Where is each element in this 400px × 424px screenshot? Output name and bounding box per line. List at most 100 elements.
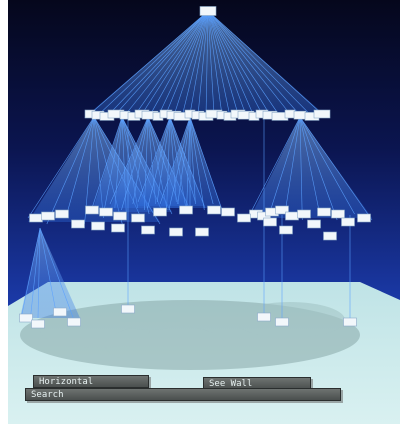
level2-node[interactable]	[179, 205, 193, 215]
subtree-link-1-2	[114, 116, 123, 209]
root-link-21	[207, 10, 263, 115]
level2-node[interactable]	[91, 221, 105, 231]
level3-node[interactable]	[343, 317, 357, 327]
root-link-20	[207, 10, 255, 117]
subtree-link-5-3	[299, 116, 303, 221]
subtree-link-0-0	[27, 116, 95, 219]
level2-node[interactable]	[237, 213, 251, 223]
root-link-23	[207, 10, 281, 117]
subtree-link-3-2	[156, 116, 171, 203]
level2-node[interactable]	[307, 219, 321, 229]
level3-node[interactable]	[31, 319, 45, 329]
subtree-link-0-2	[65, 116, 95, 219]
level3-node[interactable]	[53, 307, 67, 317]
subtree-link-5-1	[267, 116, 301, 221]
root-cone	[84, 11, 328, 118]
root-link-14	[205, 10, 209, 117]
level1-node[interactable]	[284, 109, 296, 119]
level2-node[interactable]	[297, 209, 311, 219]
level2-node[interactable]	[195, 227, 209, 237]
level2-node[interactable]	[85, 205, 99, 215]
level3-node[interactable]	[121, 304, 135, 314]
level2-node[interactable]	[41, 211, 55, 221]
level2-node[interactable]	[131, 213, 145, 223]
level2-node[interactable]	[29, 213, 43, 223]
subtree-link-5-4	[299, 116, 321, 215]
level2-node[interactable]	[341, 217, 355, 227]
node-layer	[19, 6, 371, 329]
left-margin	[0, 0, 8, 424]
level2-node[interactable]	[141, 225, 155, 235]
root-link-25	[207, 10, 301, 116]
subtree-link-5-0	[249, 116, 301, 215]
root-link-22	[207, 10, 271, 116]
level1-node[interactable]	[293, 110, 307, 120]
horizontal-button[interactable]: Horizontal	[33, 375, 149, 388]
subtree-link-4-0	[159, 116, 191, 205]
leaf-link-left-1	[37, 227, 41, 319]
root-link-18	[207, 10, 239, 115]
root-link-8	[157, 10, 209, 117]
root-link-26	[207, 10, 313, 117]
root-link-9	[165, 10, 209, 115]
root-link-0	[89, 10, 209, 115]
subtree-link-4-4	[189, 116, 196, 205]
subtree-link-4-1	[168, 116, 191, 211]
subtree-link-4-2	[177, 116, 191, 205]
level3-node[interactable]	[19, 313, 33, 323]
subtree-cone-5	[250, 117, 372, 218]
root-link-24	[207, 10, 291, 115]
root-link-2	[106, 10, 209, 117]
level2-node[interactable]	[323, 231, 337, 241]
level2-node[interactable]	[113, 211, 127, 221]
level2-node[interactable]	[153, 207, 167, 217]
level3-node[interactable]	[67, 317, 81, 327]
subtree-link-3-1	[147, 116, 171, 209]
root-link-7	[149, 10, 209, 116]
level2-node[interactable]	[357, 213, 371, 223]
level1-node[interactable]	[313, 109, 331, 119]
level2-node[interactable]	[317, 207, 331, 217]
root-link-4	[124, 10, 209, 116]
level2-node[interactable]	[221, 207, 235, 217]
leaf-link-left-4	[29, 227, 41, 323]
level2-node[interactable]	[207, 205, 221, 215]
subtree-link-5-5	[299, 116, 338, 221]
level2-node[interactable]	[71, 219, 85, 229]
cone-layer	[20, 10, 373, 323]
level2-node[interactable]	[331, 209, 345, 219]
root-link-15	[207, 10, 215, 115]
subtree-link-5-2	[284, 116, 301, 215]
subtree-link-2-1	[121, 116, 149, 211]
leaf-link-left-2	[39, 227, 57, 313]
subtree-link-2-2	[132, 116, 149, 205]
subtree-link-4-3	[186, 116, 191, 211]
root-link-17	[207, 10, 231, 117]
root-link-19	[207, 10, 247, 116]
level3-node[interactable]	[257, 312, 271, 322]
level3-node[interactable]	[275, 317, 289, 327]
search-button[interactable]: Search	[25, 388, 341, 401]
root-node[interactable]	[199, 6, 217, 16]
subtree-link-3-0	[137, 116, 171, 203]
level2-node[interactable]	[55, 209, 69, 219]
root-link-5	[133, 10, 209, 117]
root-link-12	[189, 10, 209, 115]
level2-node[interactable]	[279, 225, 293, 235]
subtree-cone-4	[160, 117, 222, 208]
root-link-11	[181, 10, 209, 117]
root-link-13	[197, 10, 209, 116]
subtree-link-4-5	[189, 116, 205, 211]
subtree-link-2-0	[109, 116, 149, 205]
level2-node[interactable]	[263, 217, 277, 227]
subtree-link-5-6	[299, 116, 355, 215]
level2-node[interactable]	[99, 207, 113, 217]
root-link-10	[173, 10, 209, 116]
level2-node[interactable]	[275, 205, 289, 215]
root-link-1	[97, 10, 209, 116]
level2-node[interactable]	[111, 223, 125, 233]
level2-node[interactable]	[169, 227, 183, 237]
subtree-link-5-7	[299, 116, 373, 221]
level2-node[interactable]	[285, 211, 299, 221]
